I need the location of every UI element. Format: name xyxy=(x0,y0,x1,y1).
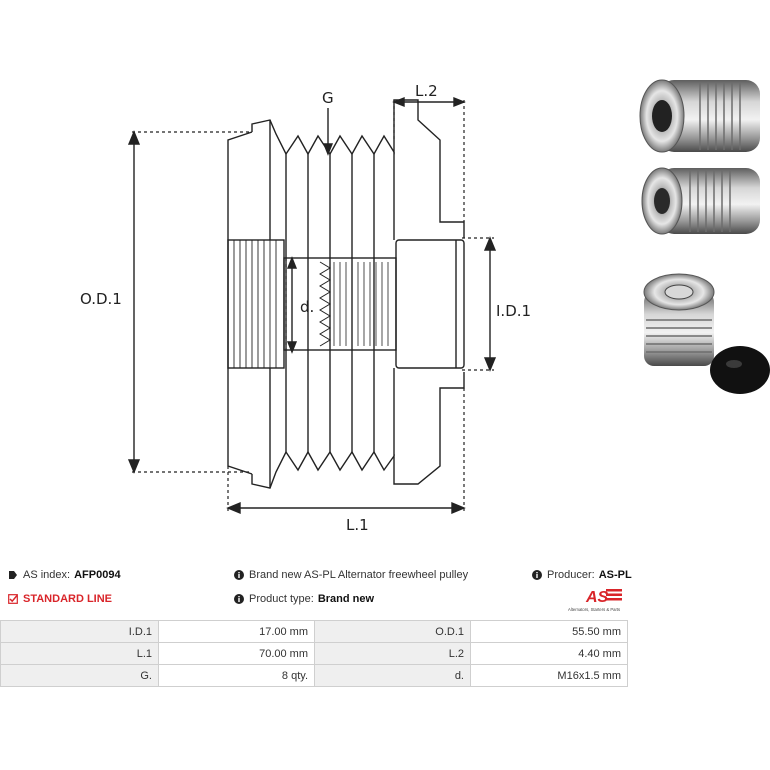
spec-value: 55.50 mm xyxy=(470,620,628,643)
spec-label: O.D.1 xyxy=(314,620,471,643)
producer-label: Producer: xyxy=(547,569,595,581)
pulley-photo-front xyxy=(639,79,760,153)
as-index-value: AFP0094 xyxy=(74,569,121,581)
product-type-value: Brand new xyxy=(317,593,375,605)
spec-value: 17.00 mm xyxy=(158,620,315,643)
table-row: G. 8 qty. d. M16x1.5 mm xyxy=(0,664,628,687)
logo-mark: AS xyxy=(585,589,609,606)
standard-line-badge: STANDARD LINE xyxy=(23,593,113,605)
pulley-photo-angle xyxy=(641,167,760,235)
tag-icon xyxy=(9,571,17,579)
spec-label: I.D.1 xyxy=(0,620,159,643)
product-type-label: Product type: xyxy=(249,593,314,605)
info-icon xyxy=(234,570,244,580)
protective-cap-photo xyxy=(710,346,770,394)
spec-label: L.2 xyxy=(314,642,471,665)
label-od1: O.D.1 xyxy=(80,290,122,308)
bearing-bore xyxy=(395,239,465,369)
spec-value: M16x1.5 mm xyxy=(470,664,628,687)
pulley-technical-drawing: G L.2 O.D.1 d. I.D.1 L.1 xyxy=(80,82,531,534)
label-g: G xyxy=(322,89,334,107)
label-l1: L.1 xyxy=(346,516,369,534)
spec-label: d. xyxy=(314,664,471,687)
standard-line-row: STANDARD LINE xyxy=(8,593,112,605)
pulley-bottom-profile xyxy=(251,372,465,489)
spec-table: I.D.1 17.00 mm O.D.1 55.50 mm L.1 70.00 … xyxy=(0,620,628,687)
as-pl-logo: AS Alternators, Starters & Parts xyxy=(568,589,622,612)
pulley-photo-bearing-side xyxy=(643,273,715,366)
label-d: d. xyxy=(300,298,314,316)
spec-value: 70.00 mm xyxy=(158,642,315,665)
product-photos xyxy=(639,79,770,394)
label-id1: I.D.1 xyxy=(496,302,531,320)
as-index-row: AS index: AFP0094 xyxy=(8,569,121,581)
as-index-label: AS index: xyxy=(23,569,71,581)
spec-value: 4.40 mm xyxy=(470,642,628,665)
info-icon xyxy=(234,594,244,604)
spec-label: G. xyxy=(0,664,159,687)
producer-row: Producer: AS-PL xyxy=(532,569,632,581)
info-icon xyxy=(532,570,542,580)
label-l2: L.2 xyxy=(415,82,438,100)
product-type-row: Product type: Brand new xyxy=(234,593,374,605)
spec-value: 8 qty. xyxy=(158,664,315,687)
description-row: Brand new AS-PL Alternator freewheel pul… xyxy=(234,569,468,581)
logo-tagline: Alternators, Starters & Parts xyxy=(568,607,620,612)
pulley-top-profile xyxy=(251,99,465,238)
producer-value: AS-PL xyxy=(598,569,632,581)
spec-label: L.1 xyxy=(0,642,159,665)
table-row: L.1 70.00 mm L.2 4.40 mm xyxy=(0,642,628,665)
product-description: Brand new AS-PL Alternator freewheel pul… xyxy=(249,569,469,581)
checkbox-check-icon xyxy=(8,594,18,604)
table-row: I.D.1 17.00 mm O.D.1 55.50 mm xyxy=(0,620,628,643)
